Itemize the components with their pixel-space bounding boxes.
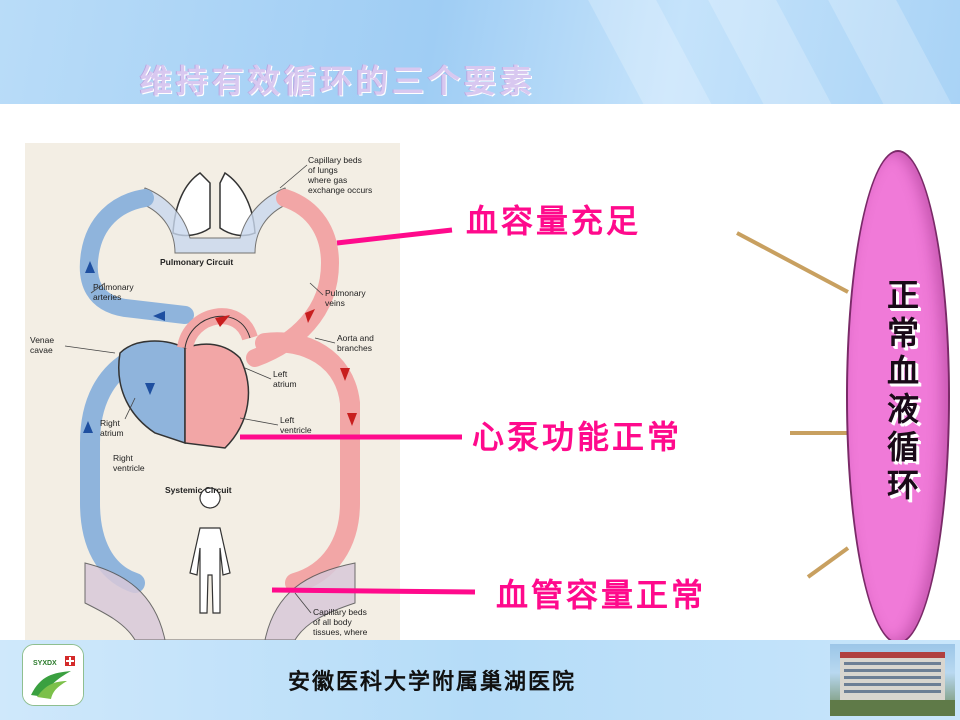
label-venae-cavae: Venae [30,335,54,345]
label-right-ventricle: Right [113,453,133,463]
label-capillary-lungs: Capillary beds [308,155,362,165]
lung-capillary-bed [139,187,291,254]
label-left-ventricle: Left [280,415,295,425]
footer-band [0,640,960,720]
factor-vascular-capacity: 血管容量正常 [496,576,707,614]
label-right-atrium: Right [100,418,120,428]
label-pulmonary-arteries-2: arteries [93,292,121,302]
systemic-artery-loop [255,332,360,593]
connector-factor-3 [271,587,476,595]
systemic-vein-loop [80,348,145,593]
oval-label: 正常血液循环 [882,278,920,506]
label-venae-cavae-2: cavae [30,345,53,355]
diagram-labels: Capillary beds of lungs where gas exchan… [30,155,374,637]
heart-right-side [118,340,186,445]
header-band [0,0,960,104]
label-pulmonary-veins: Pulmonary [325,288,366,298]
logo-text: SYXDX [33,660,57,667]
label-leader-lines [64,164,336,614]
hospital-logo: SYXDX [22,644,84,706]
label-right-ventricle-2: ventricle [113,463,145,473]
circulation-svg: Capillary beds of lungs where gas exchan… [30,155,374,641]
label-capillary-lungs-3: where gas [307,175,347,185]
label-capillary-lungs-2: of lungs [308,165,338,175]
building-graphic [830,652,955,716]
pulmonary-artery-loop [79,189,194,324]
label-capillary-body: Capillary beds [313,607,367,617]
aorta-arch-outline [184,315,251,349]
footer-hospital-name: 安徽医科大学附属巢湖医院 [288,669,577,695]
human-figure [189,487,231,614]
label-aorta-2: branches [337,343,372,353]
normal-circulation-oval [846,150,950,644]
label-pulmonary-veins-2: veins [325,298,345,308]
factor-heart-pump: 心泵功能正常 [472,418,683,456]
hospital-building-photo [830,644,955,716]
flow-arrows [215,309,357,426]
heart-left-side [184,343,250,449]
slide-title: 维持有效循环的三个要素 [140,62,537,100]
body-capillary-bed [84,562,356,641]
label-right-atrium-2: atrium [100,428,124,438]
flow-arrows-blue [83,261,165,433]
label-capillary-body-3: tissues, where [313,627,368,637]
label-left-ventricle-2: ventricle [280,425,312,435]
factor-blood-volume: 血容量充足 [466,202,642,240]
label-pulmonary-circuit: Pulmonary Circuit [160,257,233,267]
connector-oval-1 [736,231,849,294]
logo-graphic: SYXDX [23,645,83,705]
circulation-diagram: Capillary beds of lungs where gas exchan… [25,143,400,641]
label-left-atrium-2: atrium [273,379,297,389]
label-systemic-circuit: Systemic Circuit [165,485,232,495]
label-pulmonary-arteries: Pulmonary [93,282,134,292]
connector-factor-1 [336,227,453,246]
label-capillary-body-2: of all body [313,617,352,627]
label-aorta: Aorta and [337,333,374,343]
connector-oval-3 [806,546,850,579]
label-capillary-lungs-4: exchange occurs [308,185,372,195]
label-left-atrium: Left [273,369,288,379]
